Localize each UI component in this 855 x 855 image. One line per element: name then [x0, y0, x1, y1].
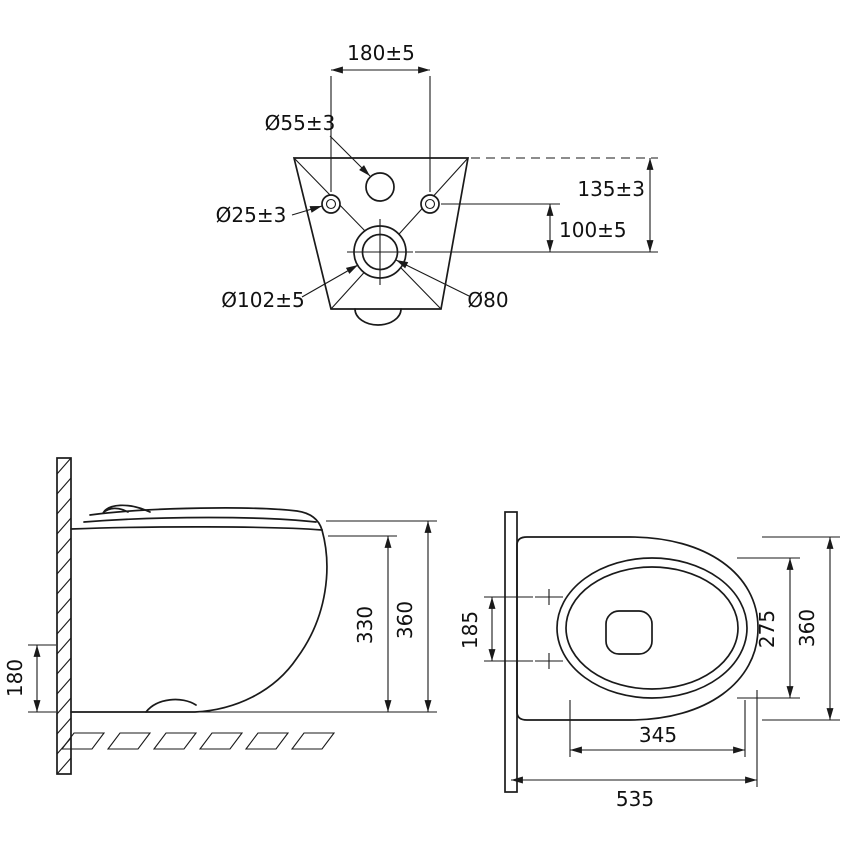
diagonal-crossline-2: [330, 157, 469, 310]
dim-overall-depth-label: 535: [616, 787, 654, 811]
dim-top-to-outlet-label: 135±3: [577, 177, 645, 201]
dimension-outlet-height: 180: [3, 644, 56, 713]
dim-hole-spacing-label: 180±5: [347, 41, 415, 65]
dimension-overall-depth: 535: [511, 690, 758, 811]
outlet-inner-dia-label: Ø80: [467, 288, 508, 312]
dimension-bowl-height: 330: [197, 535, 437, 713]
label-fixing-hole: Ø25±3: [216, 203, 323, 227]
side-view-drawing: 180 330 360: [3, 457, 437, 775]
dimension-bowl-width: 275: [737, 557, 800, 699]
toilet-plan-outline: [516, 536, 759, 721]
dim-overall-height-label: 360: [393, 601, 417, 639]
toilet-side-profile: [70, 529, 328, 713]
rear-view-drawing: 180±5 Ø55±3 Ø25±3 Ø102±5 Ø80 135±3: [216, 41, 658, 326]
outlet-outer-dia-label: Ø102±5: [221, 288, 304, 312]
seat-line: [83, 516, 317, 523]
wall-hatch: [56, 457, 72, 775]
label-outlet-inner: Ø80: [395, 259, 509, 312]
bowl-rim-outer: [556, 557, 748, 699]
seat-fixing-mark-bottom: [535, 653, 563, 669]
fixing-hole-dia-label: Ø25±3: [216, 203, 287, 227]
dimension-holes-to-outlet: 100±5: [546, 204, 627, 252]
dimension-seat-fixing-spacing: 185: [458, 596, 533, 662]
rear-base-arc: [354, 308, 402, 326]
dim-holes-to-outlet-label: 100±5: [559, 218, 627, 242]
dim-bowl-width-label: 275: [755, 610, 779, 648]
label-outlet-outer: Ø102±5: [221, 264, 359, 312]
fixing-hole-left-inner: [325, 198, 337, 210]
dimension-bowl-length: 345: [569, 700, 746, 757]
wall-section-plan: [504, 511, 518, 793]
dimension-overall-height: 360: [326, 520, 437, 712]
lid-bumper-curl: [102, 504, 151, 514]
seat-lid-top: [89, 507, 323, 531]
dim-bowl-height-label: 330: [353, 606, 377, 644]
dimension-hole-spacing: 180±5: [330, 41, 431, 192]
water-inlet-hole: [365, 172, 395, 202]
fixing-hole-left-outer: [321, 194, 341, 214]
ceramic-rim-line: [70, 526, 323, 531]
trapway-arc: [145, 698, 197, 713]
dim-bowl-length-label: 345: [639, 723, 677, 747]
fixing-hole-right-outer: [420, 194, 440, 214]
dim-overall-width-label: 360: [795, 609, 819, 647]
bowl-rim-inner: [565, 566, 739, 690]
seat-fixing-mark-top: [535, 589, 563, 605]
fixing-hole-right-inner: [424, 198, 436, 210]
inlet-dia-label: Ø55±3: [265, 111, 336, 135]
label-water-inlet: Ø55±3: [265, 111, 371, 177]
flush-valve-outline: [605, 610, 653, 655]
wall-section: [56, 457, 72, 775]
dim-seat-fixing-label: 185: [458, 611, 482, 649]
top-view-drawing: 185 275 360 345 535: [458, 511, 840, 811]
dim-outlet-height-label: 180: [3, 659, 27, 697]
dimension-top-to-outlet: 135±3: [577, 158, 654, 252]
floor-hatch: [60, 732, 336, 750]
dimension-overall-width: 360: [762, 536, 840, 721]
